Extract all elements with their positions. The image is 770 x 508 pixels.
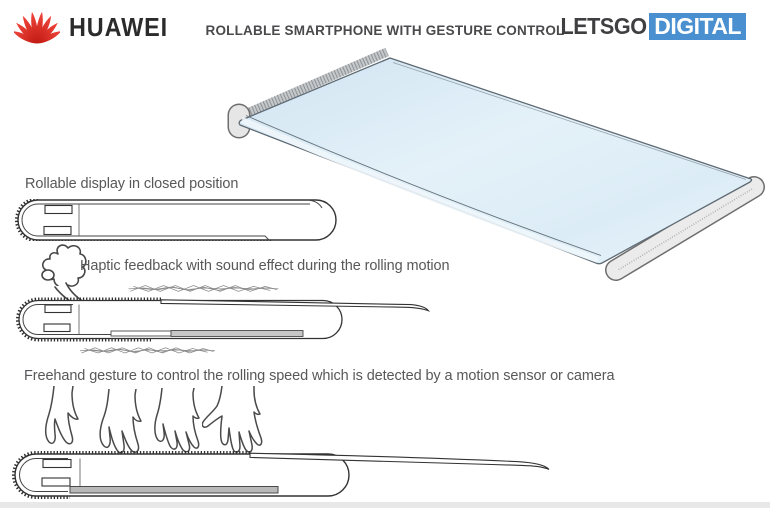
device-body [14, 453, 350, 497]
device-latch-top [44, 304, 72, 314]
partially-extended-device-drawing [15, 297, 431, 342]
phone-rolled-edge-texture [234, 48, 389, 123]
gesture-control-label: Freehand gesture to control the rolling … [24, 368, 615, 384]
device-latch-top [42, 458, 72, 469]
extended-device-drawing [12, 451, 550, 499]
device-gray-bar [69, 486, 279, 494]
sound-waves-upper-icon [128, 285, 279, 292]
phone-right-cap-texture [617, 188, 753, 271]
device-body [17, 199, 337, 241]
device-inner-line [22, 304, 147, 335]
extended-display-tail [249, 452, 550, 470]
letsgo-digital-logo: LETSGO DIGITAL [555, 13, 746, 40]
gesture-hand-4-fingers-icon [154, 388, 200, 453]
sound-waves-lower-icon [79, 347, 216, 354]
phone-illustration [227, 48, 765, 281]
haptic-feedback-label: Haptic feedback with sound effect during… [80, 258, 450, 274]
image-bottom-edge-strip [0, 502, 770, 508]
device-latch-bottom [43, 225, 72, 236]
closed-position-label: Rollable display in closed position [25, 176, 239, 192]
device-latch-bottom [41, 477, 71, 487]
device-body [18, 299, 343, 340]
phone-screen-wrap-highlight [240, 117, 600, 263]
device-gray-bar [170, 330, 304, 337]
letsgo-text: LETSGO [560, 13, 647, 39]
gesture-hand-5-fingers-icon [202, 386, 263, 453]
page-title: ROLLABLE SMARTPHONE WITH GESTURE CONTROL [205, 23, 565, 38]
device-latch-top [44, 204, 73, 215]
device-inner-line [21, 203, 310, 241]
device-latch-bottom [43, 323, 71, 333]
device-slider-bar [110, 330, 172, 337]
closed-device-drawing [15, 199, 337, 241]
device-inner-line [19, 458, 68, 492]
extended-display-tail [160, 299, 431, 313]
gesture-hand-3-fingers-icon [99, 389, 142, 454]
phone-screen-crease-line [245, 115, 602, 256]
huawei-wordmark: HUAWEI [69, 11, 168, 42]
phone-right-cap [606, 177, 764, 280]
phone-screen [238, 57, 753, 265]
phone-bezel-line [392, 62, 747, 180]
huawei-flower-icon [14, 11, 60, 44]
digital-badge: DIGITAL [649, 13, 746, 40]
gesture-hand-2-fingers-icon [44, 386, 79, 445]
huawei-logo: HUAWEI [14, 7, 179, 47]
device-right-notch [307, 199, 323, 209]
